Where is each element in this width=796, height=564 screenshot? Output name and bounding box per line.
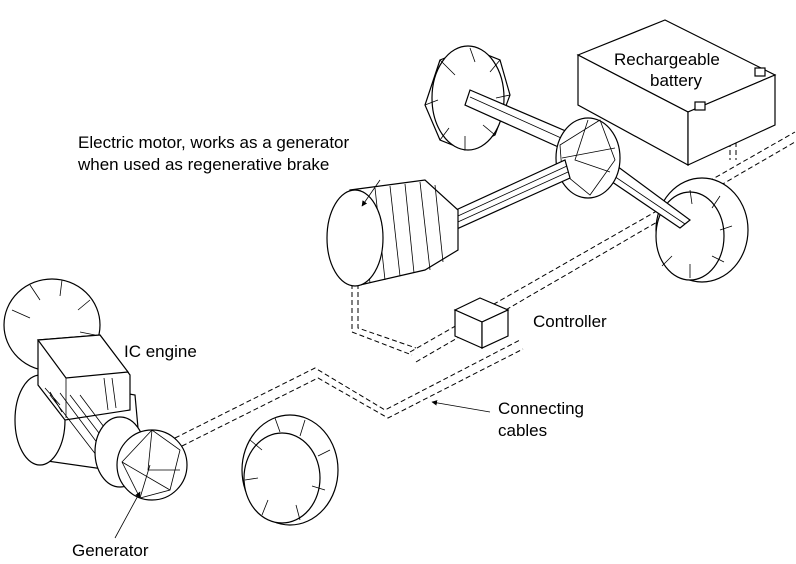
differential bbox=[555, 117, 621, 199]
electric-motor bbox=[326, 179, 459, 287]
ic-engine bbox=[14, 334, 141, 471]
motor-arrow bbox=[361, 179, 381, 207]
drive-shaft bbox=[444, 159, 571, 233]
battery-label-line2: battery bbox=[650, 71, 702, 90]
generator-arrow bbox=[114, 491, 141, 539]
generator bbox=[94, 416, 188, 501]
pointer-arrows bbox=[114, 179, 491, 539]
rechargeable-battery bbox=[576, 19, 777, 167]
engine-label: IC engine bbox=[124, 342, 197, 361]
motor-label-line1: Electric motor, works as a generator bbox=[78, 133, 350, 152]
cables-label-line1: Connecting bbox=[498, 399, 584, 418]
rear-right-wheel bbox=[655, 177, 749, 283]
front-right-wheel bbox=[241, 414, 339, 526]
battery-label-line1: Rechargeable bbox=[614, 50, 720, 69]
cables-arrow bbox=[431, 400, 491, 413]
controller-box bbox=[453, 297, 510, 349]
controller-label: Controller bbox=[533, 312, 607, 331]
motor-label-line2: when used as regenerative brake bbox=[77, 155, 329, 174]
generator-label: Generator bbox=[72, 541, 149, 560]
cables-label-line2: cables bbox=[498, 421, 547, 440]
